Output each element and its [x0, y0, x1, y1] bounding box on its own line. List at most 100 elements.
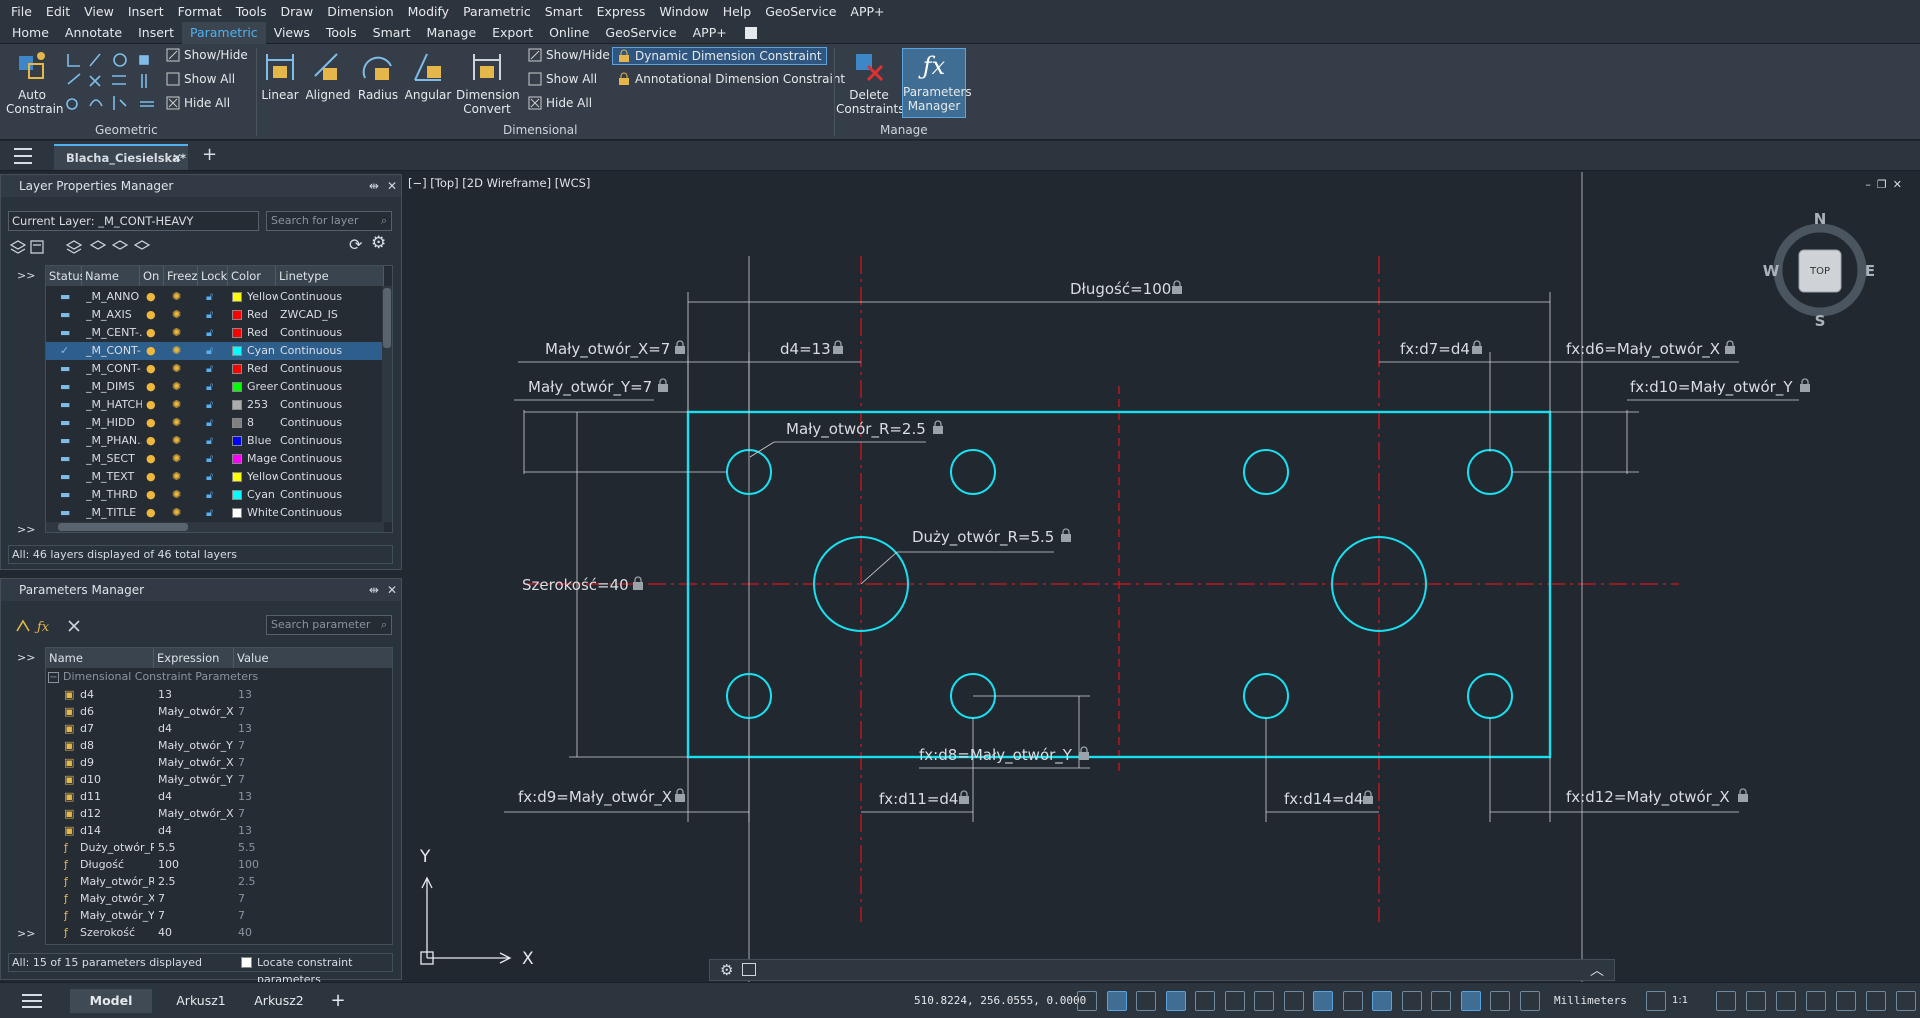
auto-scale-icon[interactable] [1746, 991, 1766, 1011]
sun-icon[interactable]: ✺ [172, 452, 182, 465]
layer-collapse-toggle[interactable]: >> [17, 523, 36, 536]
param-row[interactable]: ▣ d11 d4 13 [46, 788, 384, 805]
lightbulb-icon[interactable]: ● [146, 452, 156, 465]
param-expression[interactable]: d4 [158, 824, 172, 837]
sun-icon[interactable]: ✺ [172, 416, 182, 429]
param-name[interactable]: d6 [80, 705, 94, 718]
menu-parametric[interactable]: Parametric [463, 3, 531, 19]
dim-dlugosc[interactable]: Długość=100 [1070, 280, 1171, 298]
osnap-icon[interactable] [1195, 991, 1215, 1011]
param-expression[interactable]: Mały_otwór_X [158, 807, 234, 820]
param-name[interactable]: d7 [80, 722, 94, 735]
layer-linetype[interactable]: Continuous [280, 488, 343, 501]
menu-express[interactable]: Express [596, 3, 646, 19]
param-name[interactable]: d14 [80, 824, 101, 837]
layer-expand-toggle[interactable]: >> [17, 269, 36, 282]
lightbulb-icon[interactable]: ● [146, 344, 156, 357]
snap-icon[interactable] [1106, 991, 1127, 1011]
dynamic-dimension-constraint-button[interactable]: Dynamic Dimension Constraint [612, 47, 827, 65]
dim-d11[interactable]: fx:d11=d4 [879, 790, 958, 808]
quick-properties-icon[interactable] [1460, 991, 1481, 1011]
param-name[interactable]: d10 [80, 773, 101, 786]
layer-linetype[interactable]: Continuous [280, 290, 343, 303]
properties-icon[interactable] [1372, 991, 1392, 1011]
sun-icon[interactable]: ✺ [172, 434, 182, 447]
sun-icon[interactable]: ✺ [172, 308, 182, 321]
layer-col-header[interactable]: Color [228, 266, 276, 286]
delete-constraints-button[interactable]: Delete Constraints [836, 50, 904, 116]
dim-maly-y[interactable]: Mały_otwór_Y=7 [528, 378, 652, 397]
dim-d12[interactable]: fx:d12=Mały_otwór_X [1566, 788, 1730, 807]
param-row[interactable]: ƒ Mały_otwór_X 7 7 [46, 890, 384, 907]
compass-s[interactable]: S [1815, 312, 1826, 330]
quick-access-dropdown-icon[interactable] [744, 26, 757, 39]
color-swatch[interactable] [232, 292, 242, 302]
dim-hide-all-button[interactable]: Hide All [528, 96, 592, 110]
parameters-manager-button[interactable]: ƒx Parameters Manager [902, 48, 972, 118]
color-swatch[interactable] [232, 472, 242, 482]
tab-manage[interactable]: Manage [426, 24, 477, 40]
lightbulb-icon[interactable]: ● [146, 326, 156, 339]
param-row[interactable]: ƒ Mały_otwór_R 2.5 2.5 [46, 873, 384, 890]
lightbulb-icon[interactable]: ● [146, 506, 156, 519]
dynamic-input-icon[interactable] [1254, 991, 1274, 1011]
unlock-icon[interactable]: 🔓︎ [206, 488, 214, 501]
view-cube-top[interactable]: TOP [1809, 266, 1830, 277]
param-expression[interactable]: Mały_otwór_Y [158, 773, 233, 786]
menu-window[interactable]: Window [659, 3, 709, 19]
annotation-visibility-icon[interactable] [1716, 991, 1736, 1011]
menu-help[interactable]: Help [722, 3, 752, 19]
dim-d8[interactable]: fx:d8=Mały_otwór_Y [919, 746, 1073, 765]
tab-parametric[interactable]: Parametric [181, 21, 266, 44]
params-expand-toggle[interactable]: >> [17, 651, 36, 664]
param-expression[interactable]: 2.5 [158, 875, 176, 888]
hardware-acceleration-icon[interactable] [1836, 991, 1856, 1011]
geo-show-all-button[interactable]: Show All [166, 72, 235, 86]
param-expression[interactable]: 7 [158, 892, 165, 905]
geo-show-hide-button[interactable]: Show/Hide [166, 48, 248, 62]
workspace-icon[interactable] [1776, 991, 1796, 1011]
refresh-icon[interactable]: ⟳ [349, 235, 363, 254]
param-name[interactable]: Długość [80, 858, 125, 871]
layer-scrollbar[interactable] [382, 286, 392, 522]
layer-linetype[interactable]: Continuous [280, 326, 343, 339]
unlock-icon[interactable]: 🔓︎ [206, 398, 214, 411]
unlock-icon[interactable]: 🔓︎ [206, 470, 214, 483]
annotation-monitor-icon[interactable] [1431, 991, 1451, 1011]
dim-show-hide-button[interactable]: Show/Hide [528, 48, 610, 62]
layer-col-header[interactable]: Freeze [164, 266, 205, 286]
geometric-constraint-icons[interactable] [64, 50, 156, 114]
unlock-icon[interactable]: 🔓︎ [206, 416, 214, 429]
param-col-header[interactable]: Name [46, 648, 154, 668]
gear-icon[interactable]: ⚙ [371, 233, 387, 253]
sun-icon[interactable]: ✺ [172, 506, 182, 519]
menu-geoservice[interactable]: GeoService [765, 3, 837, 19]
menu-file[interactable]: File [11, 3, 32, 19]
auto-hide-icon[interactable]: ⇹ [368, 583, 379, 597]
linear-button[interactable]: Linear [260, 50, 300, 102]
layer-row[interactable]: ✓ _M_CONT-... ● ✺ 🔓︎ Cyan Continuous [46, 342, 384, 360]
units-icon[interactable] [1519, 991, 1540, 1011]
lightbulb-icon[interactable]: ● [146, 416, 156, 429]
color-swatch[interactable] [232, 454, 242, 464]
color-swatch[interactable] [232, 490, 242, 500]
menu-app[interactable]: APP+ [850, 3, 885, 19]
param-name[interactable]: Mały_otwór_X [80, 892, 154, 905]
add-layout-icon[interactable]: + [330, 990, 346, 1011]
layer-linetype[interactable]: Continuous [280, 362, 343, 375]
dim-d10[interactable]: fx:d10=Mały_otwór_Y [1630, 378, 1793, 397]
param-row[interactable]: ▣ d7 d4 13 [46, 720, 384, 737]
isolate-icon[interactable] [1490, 991, 1510, 1011]
unlock-icon[interactable]: 🔓︎ [206, 326, 214, 339]
unlock-icon[interactable]: 🔓︎ [206, 452, 214, 465]
document-tab[interactable]: Blacha_Ciesielska* ✕ [54, 144, 188, 170]
param-name[interactable]: d11 [80, 790, 101, 803]
clean-screen-icon[interactable] [1866, 991, 1886, 1011]
layer-linetype[interactable]: Continuous [280, 344, 343, 357]
dim-maly-x[interactable]: Mały_otwór_X=7 [545, 340, 670, 359]
layer-row[interactable]: ▬ _M_AXIS ● ✺ 🔓︎ Red ZWCAD_IS [46, 306, 384, 324]
dim-d7[interactable]: fx:d7=d4 [1400, 340, 1470, 358]
param-group-row[interactable]: −Dimensional Constraint Parameters [46, 668, 258, 685]
param-row[interactable]: ▣ d8 Mały_otwór_Y 7 [46, 737, 384, 754]
param-expression[interactable]: Mały_otwór_X [158, 705, 234, 718]
